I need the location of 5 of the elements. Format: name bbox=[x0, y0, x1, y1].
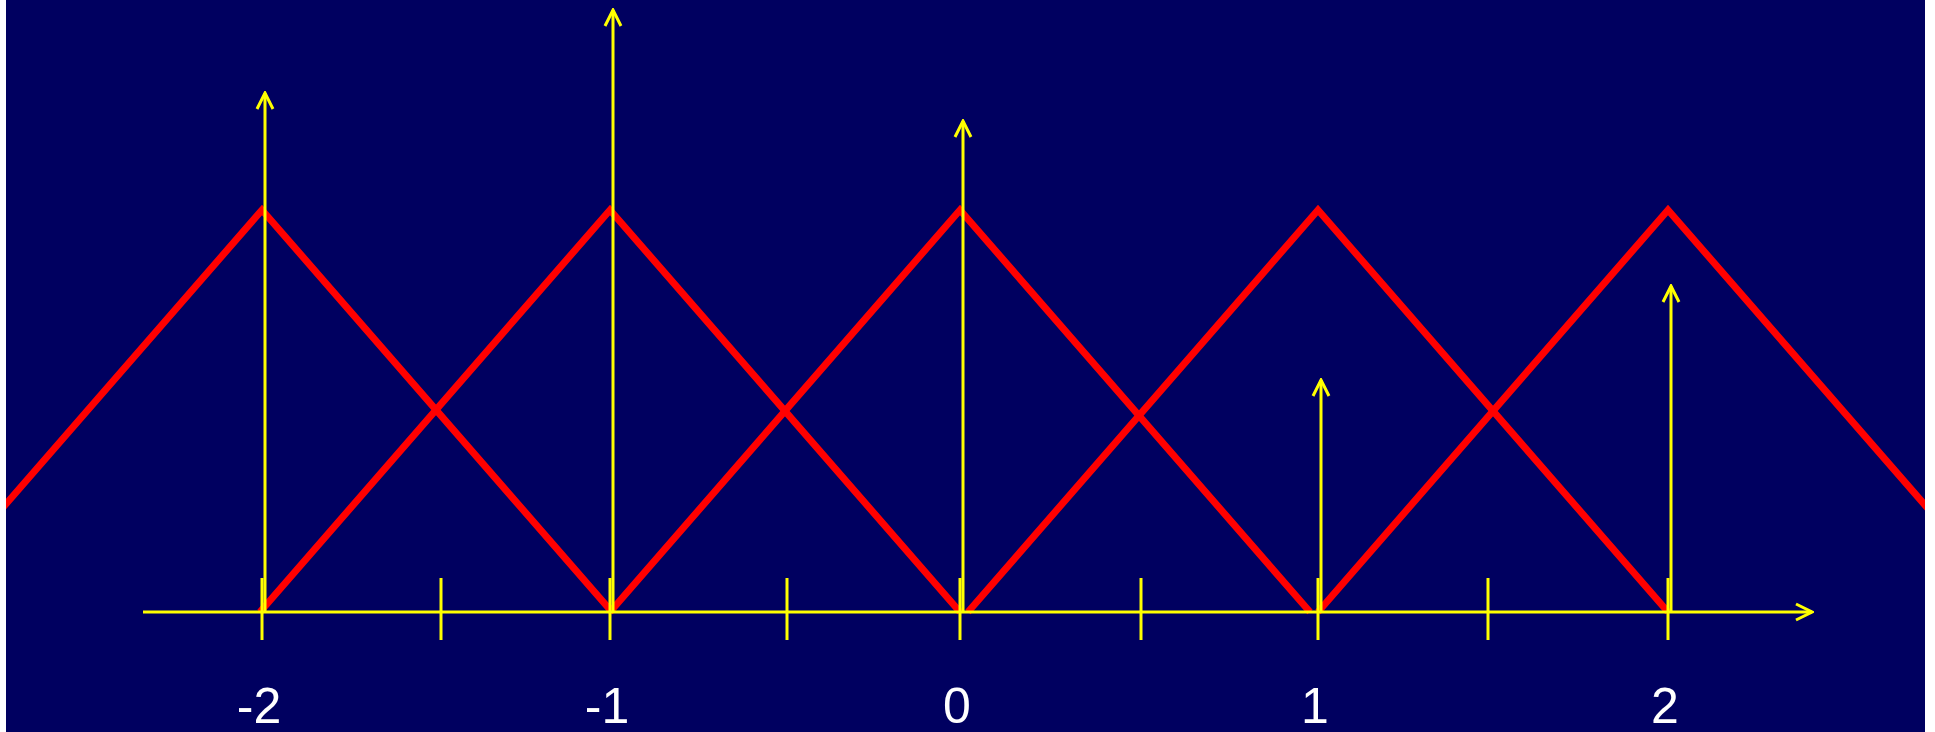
axis-label: 2 bbox=[1651, 678, 1679, 732]
axis-label: 0 bbox=[943, 678, 971, 732]
axis-label: 1 bbox=[1301, 678, 1329, 732]
axis-label: -1 bbox=[584, 678, 630, 732]
axis-label: -2 bbox=[236, 678, 282, 732]
